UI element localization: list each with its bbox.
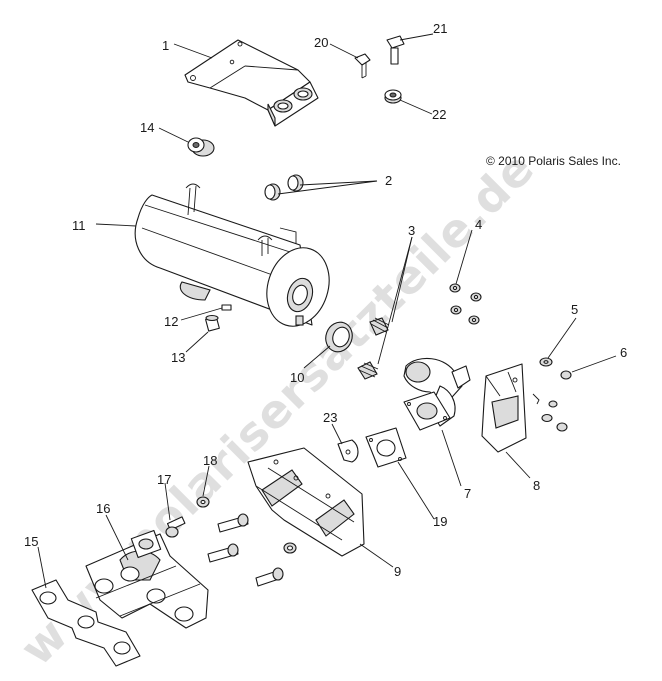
callout-11: 11	[72, 218, 86, 233]
callout-2: 2	[385, 173, 392, 188]
part-manifold-gasket-15	[31, 579, 141, 667]
callout-16: 16	[96, 501, 110, 516]
callout-5: 5	[571, 302, 578, 317]
callout-6: 6	[620, 345, 627, 360]
part-bolts-6	[532, 370, 572, 432]
callout-1: 1	[162, 38, 169, 53]
part-washer-5	[539, 357, 553, 423]
callout-23: 23	[323, 410, 337, 425]
callout-4: 4	[475, 217, 482, 232]
callout-10: 10	[290, 370, 304, 385]
part-exhaust-manifold-16	[85, 529, 209, 629]
part-stud-17	[165, 516, 186, 538]
part-gasket-ring-10	[325, 321, 353, 353]
callout-7: 7	[464, 486, 471, 501]
callout-15: 15	[24, 534, 38, 549]
part-sleeve-13	[205, 314, 220, 332]
part-heat-shield-8	[481, 363, 527, 453]
part-head-pipe-7	[403, 357, 471, 431]
callout-17: 17	[157, 472, 171, 487]
part-grommets-2	[264, 174, 304, 201]
callout-20: 20	[314, 35, 328, 50]
part-mount-bracket	[184, 39, 319, 127]
callout-13: 13	[171, 350, 185, 365]
leader-lines	[37, 33, 617, 589]
callout-8: 8	[533, 478, 540, 493]
callout-14: 14	[140, 120, 154, 135]
part-gasket-19	[365, 427, 407, 468]
part-heat-shield-9	[247, 447, 365, 557]
callout-19: 19	[433, 514, 447, 529]
callout-labels: 1 2 3 4 5 6 7 8 9 10 11 12 13 14 15 16 1…	[24, 21, 627, 579]
part-manifold-bolts	[207, 513, 297, 587]
watermark-text: www.polarisersatzteile.de	[10, 141, 545, 676]
callout-9: 9	[394, 564, 401, 579]
part-muffler	[134, 183, 330, 327]
callout-18: 18	[203, 453, 217, 468]
callout-22: 22	[432, 107, 446, 122]
callout-3: 3	[408, 223, 415, 238]
part-washer-18	[196, 496, 210, 508]
part-nut-22	[384, 89, 402, 104]
part-clip-23	[337, 439, 359, 463]
part-springs-3	[357, 317, 390, 380]
part-grommet-14	[187, 137, 215, 157]
part-nuts-4	[449, 283, 482, 325]
part-bolt-21	[386, 35, 405, 65]
callout-21: 21	[433, 21, 447, 36]
callout-12: 12	[164, 314, 178, 329]
copyright-text: © 2010 Polaris Sales Inc.	[486, 154, 621, 168]
part-clip-12	[221, 304, 232, 311]
part-bolt-20	[354, 53, 371, 79]
